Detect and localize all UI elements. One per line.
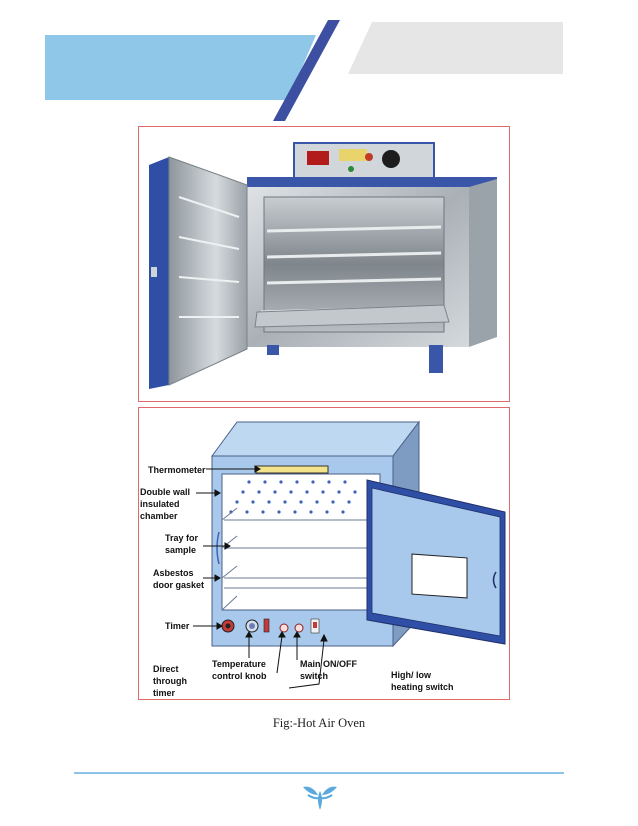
label-asbestos-2: door gasket [153, 580, 205, 590]
label-double-wall-1: Double wall [140, 487, 191, 497]
label-direct-2: through [153, 676, 187, 686]
label-direct-3: timer [153, 688, 176, 698]
banner-stripe [273, 20, 340, 121]
footer-divider [74, 772, 564, 774]
leaf-logo-icon [303, 786, 337, 810]
label-heating-2: heating switch [391, 682, 454, 692]
label-tray-2: sample [165, 545, 197, 555]
label-main-switch-1: Main ON/OFF [300, 659, 357, 669]
label-heating-1: High/ low [391, 670, 431, 680]
label-double-wall-3: chamber [140, 511, 178, 521]
oven-diagram [193, 420, 506, 689]
banner-blue-block [45, 35, 316, 100]
banner-gray-block [348, 22, 563, 74]
label-main-switch-2: switch [300, 671, 329, 681]
oven-diagram-frame: Thermometer Double wall insulated chambe… [138, 407, 510, 700]
label-temp-knob-2: control knob [212, 671, 267, 681]
hot-air-oven-photo [149, 142, 497, 389]
header-banner [45, 20, 563, 121]
label-direct-1: Direct [153, 664, 179, 674]
figure-caption: Fig:-Hot Air Oven [272, 716, 366, 730]
label-tray-1: Tray for [165, 533, 199, 543]
oven-photo-frame [138, 126, 510, 402]
label-double-wall-2: insulated [140, 499, 180, 509]
label-asbestos-1: Asbestos [153, 568, 194, 578]
label-timer: Timer [165, 621, 190, 631]
label-thermometer: Thermometer [148, 465, 206, 475]
label-temp-knob-1: Temperature [212, 659, 266, 669]
